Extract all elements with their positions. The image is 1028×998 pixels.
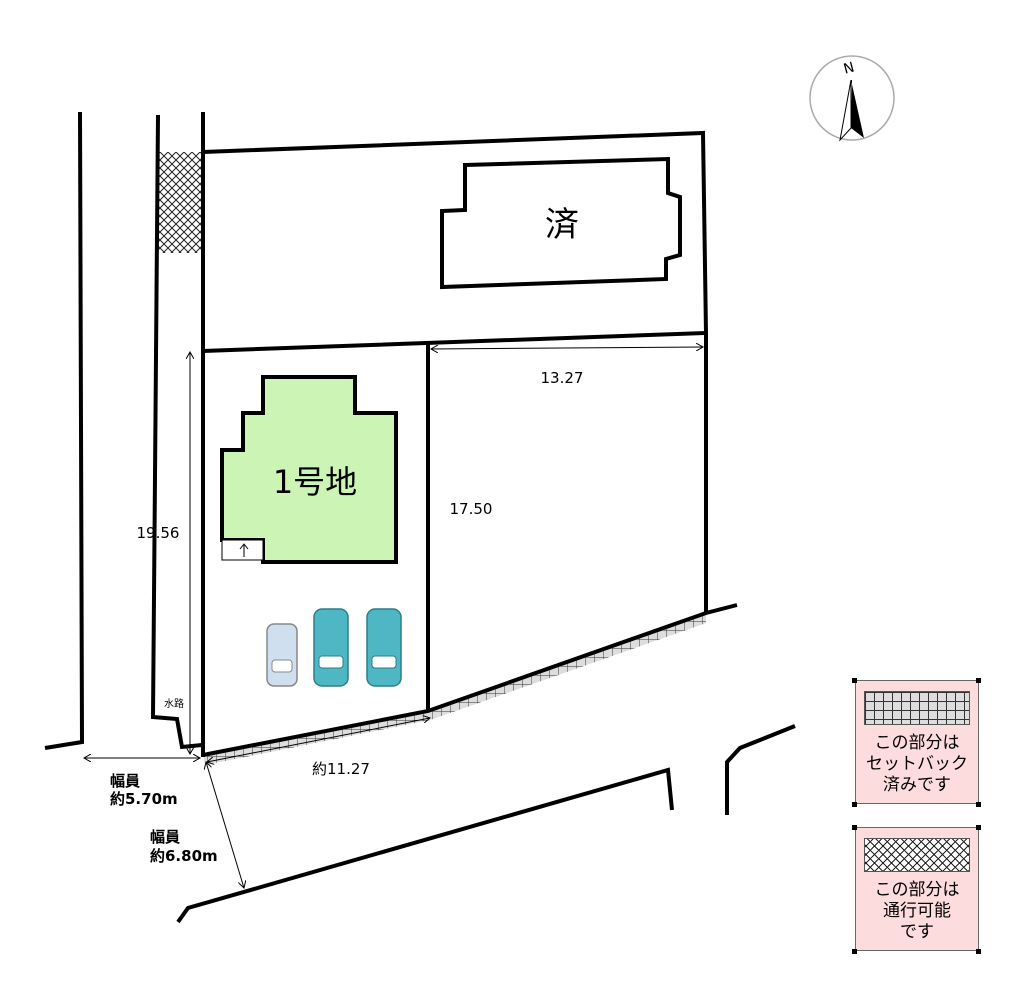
right-depth-label: 17.50 — [450, 500, 493, 518]
passable-area — [158, 152, 203, 253]
north-compass-icon: N — [809, 55, 895, 142]
entrance-arrow-icon — [239, 543, 249, 557]
right-width-dimension — [431, 347, 703, 349]
frontage-label: 約11.27 — [312, 760, 370, 778]
entrance — [221, 539, 264, 561]
waterway-label: 水路 — [164, 697, 184, 710]
south-road-edge — [176, 767, 674, 924]
south-road-title: 幅員 — [150, 828, 180, 846]
car-teal-1 — [313, 608, 349, 687]
right-width-label: 13.27 — [541, 369, 584, 387]
sold-lot-boundary — [202, 130, 709, 353]
left-depth-label: 19.56 — [137, 524, 180, 542]
west-road-width: 約5.70m — [110, 790, 178, 808]
sold-label: 済 — [545, 205, 579, 245]
legend-setback: この部分は セットバック 済みです — [855, 680, 979, 804]
legend-grid-swatch — [864, 691, 970, 725]
frontage-dimension — [207, 718, 430, 762]
south-road-edge-right — [725, 724, 796, 815]
south-road-width: 約6.80m — [150, 847, 218, 865]
sold-building — [440, 156, 682, 290]
legend-passable: この部分は 通行可能 です — [855, 827, 979, 951]
west-road-edge — [44, 111, 85, 750]
west-road-title: 幅員 — [110, 772, 140, 790]
legend-crosshatch-swatch — [864, 838, 970, 872]
plot-label: 1号地 — [273, 463, 357, 501]
south-road-width-dimension — [206, 762, 244, 888]
car-light — [266, 623, 298, 687]
car-teal-2 — [366, 608, 402, 687]
legend-passable-text: この部分は 通行可能 です — [874, 880, 960, 942]
compass-north-label: N — [842, 60, 856, 78]
legend-setback-text: この部分は セットバック 済みです — [866, 733, 968, 795]
